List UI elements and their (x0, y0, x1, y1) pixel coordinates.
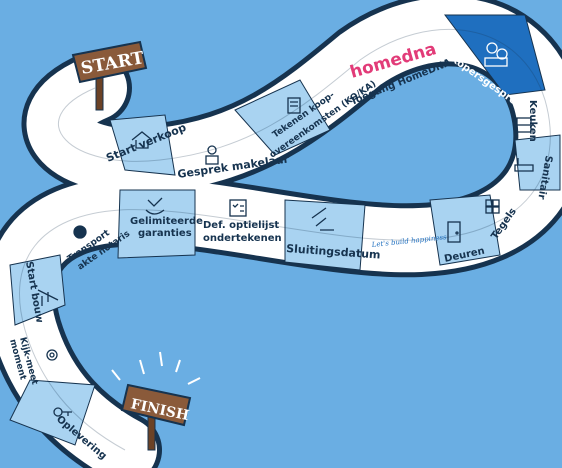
guarantee-icon (145, 197, 165, 215)
tiles-icon (485, 199, 500, 214)
step-gelimiteerde: Gelimiteerde (130, 216, 203, 227)
bathtub-icon (514, 158, 534, 172)
crane-icon (37, 289, 59, 306)
road-tiles (9, 14, 561, 446)
tile-sanitair (514, 134, 561, 191)
tile-kopen (234, 79, 331, 156)
tape-measure-icon (46, 349, 58, 361)
tile-start-bouw (9, 254, 66, 326)
finish-burst-lines (111, 351, 201, 385)
keys-icon (53, 407, 72, 417)
notary-seal-icon (73, 225, 87, 239)
kitchen-icon (516, 117, 532, 133)
gavel-icon (311, 207, 334, 231)
tile-oplevering (9, 379, 96, 446)
step-garanties: garanties (138, 228, 192, 239)
step-icons (37, 42, 534, 417)
handshake-house-icon (131, 131, 153, 149)
agent-icon (205, 145, 219, 165)
start-signpost: START (71, 40, 148, 111)
tile-garanties (117, 189, 196, 259)
tile-sluiting (284, 199, 366, 271)
checklist-icon (229, 199, 247, 217)
step-def-optielijst: Def. optielijst (203, 220, 279, 231)
signing-contract-icon (287, 97, 301, 114)
step-ondertekenen: ondertekenen (203, 233, 282, 244)
door-icon (447, 221, 461, 243)
tile-deuren (429, 194, 501, 266)
tile-kopersgesprek (444, 14, 546, 96)
step-keuken: Keuken (527, 100, 538, 142)
meeting-icon (484, 42, 508, 67)
